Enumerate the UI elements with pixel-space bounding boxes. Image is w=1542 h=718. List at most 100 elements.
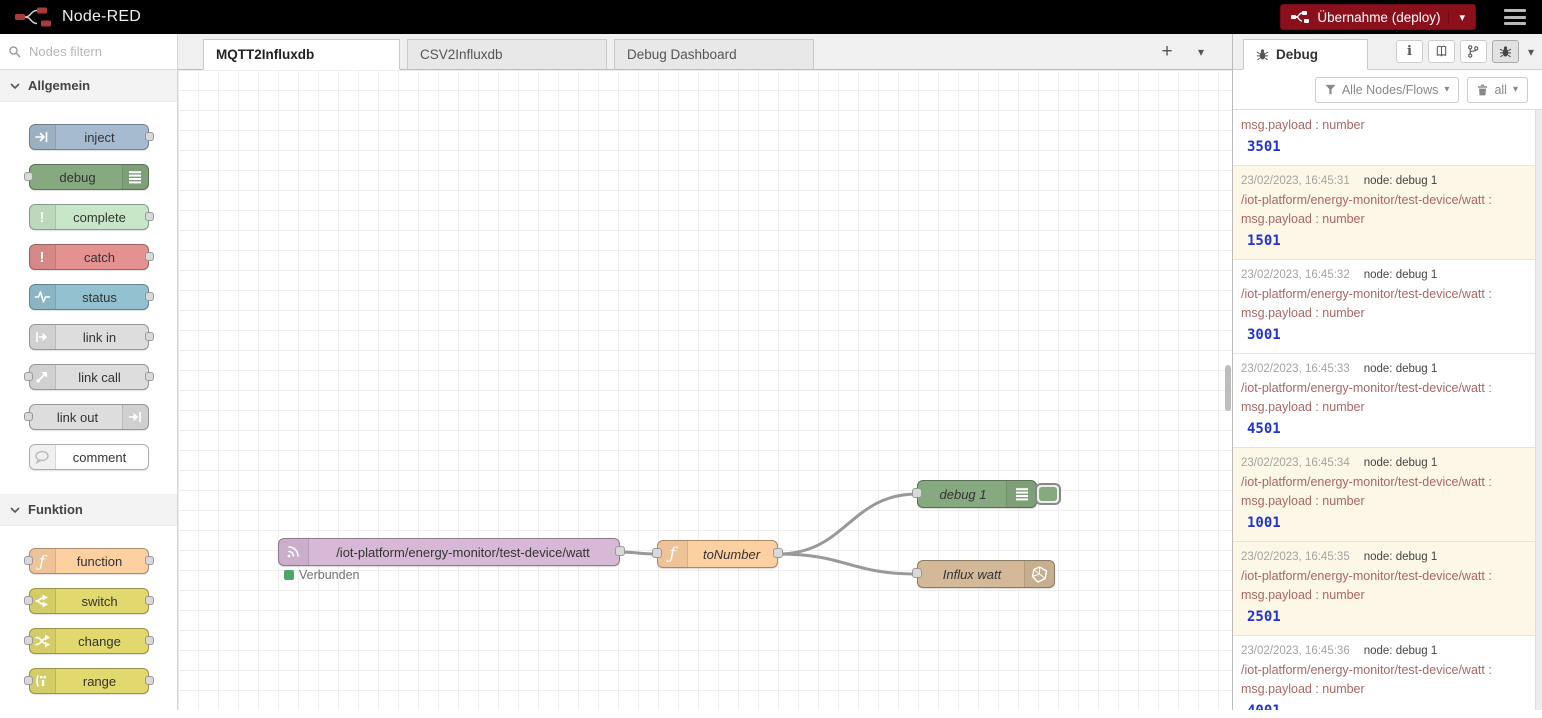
- output-port[interactable]: [145, 636, 154, 645]
- deploy-options-caret[interactable]: ▾: [1448, 11, 1465, 24]
- output-port[interactable]: [145, 252, 154, 261]
- function-input-port[interactable]: [652, 548, 662, 558]
- debug-input-port[interactable]: [912, 488, 922, 498]
- output-port[interactable]: [145, 332, 154, 341]
- flow-canvas[interactable]: /iot-platform/energy-monitor/test-device…: [178, 70, 1232, 710]
- node-palette: Allgemein inject debug ! complete ! catc…: [0, 34, 178, 710]
- canvas-vertical-scrollbar[interactable]: [1225, 365, 1231, 411]
- tab-csv2influxdb[interactable]: CSV2Influxdb: [407, 39, 607, 70]
- status-icon: [30, 285, 56, 309]
- palette-node-change[interactable]: change: [29, 628, 149, 654]
- debug-message: 23/02/2023, 16:45:36node: debug 1 /iot-p…: [1233, 636, 1535, 710]
- input-port[interactable]: [24, 636, 33, 645]
- status-text: Verbunden: [299, 568, 359, 582]
- palette-node-catch[interactable]: ! catch: [29, 244, 149, 270]
- sidebar-options-caret[interactable]: ▾: [1528, 45, 1534, 59]
- search-icon: [8, 45, 21, 58]
- input-port[interactable]: [24, 412, 33, 421]
- output-port[interactable]: [145, 596, 154, 605]
- help-tab-button[interactable]: [1428, 40, 1455, 63]
- palette-node-function[interactable]: ƒ function: [29, 548, 149, 574]
- debug-message: msg.payload : number 3501: [1233, 110, 1535, 166]
- switch-icon: [30, 589, 56, 613]
- function-output-port[interactable]: [773, 548, 783, 558]
- status-connected-dot: [284, 570, 294, 580]
- palette-section-funktion[interactable]: Funktion: [0, 494, 177, 526]
- tab-debug-dashboard[interactable]: Debug Dashboard: [614, 39, 814, 70]
- function-icon: ƒ: [658, 541, 688, 567]
- mqtt-in-node[interactable]: /iot-platform/energy-monitor/test-device…: [278, 538, 620, 566]
- tab-debug[interactable]: Debug: [1243, 39, 1368, 70]
- function-node-label: toNumber: [694, 541, 769, 567]
- output-port[interactable]: [145, 292, 154, 301]
- palette-node-comment[interactable]: comment: [29, 444, 149, 470]
- debug-timestamp: 23/02/2023, 16:45:35: [1241, 551, 1350, 563]
- debug-filter-button[interactable]: Alle Nodes/Flows ▾: [1315, 77, 1460, 103]
- debug-payload-type: msg.payload : number: [1241, 398, 1527, 417]
- input-port[interactable]: [24, 172, 33, 181]
- input-port[interactable]: [24, 556, 33, 565]
- debug-node-name: node: debug 1: [1364, 457, 1438, 469]
- debug-enable-toggle[interactable]: [1035, 483, 1061, 505]
- mqtt-output-port[interactable]: [615, 546, 625, 556]
- palette-node-link-in[interactable]: link in: [29, 324, 149, 350]
- input-port[interactable]: [24, 596, 33, 605]
- debug-value: 4501: [1241, 417, 1527, 441]
- main-menu-button[interactable]: [1504, 9, 1526, 25]
- debug-value: 1501: [1241, 229, 1527, 253]
- output-port[interactable]: [145, 212, 154, 221]
- debug-topic: /iot-platform/energy-monitor/test-device…: [1241, 567, 1527, 586]
- debug-timestamp: 23/02/2023, 16:45:34: [1241, 457, 1350, 469]
- debug-message: 23/02/2023, 16:45:33node: debug 1 /iot-p…: [1233, 354, 1535, 448]
- output-port[interactable]: [145, 556, 154, 565]
- input-port[interactable]: [24, 676, 33, 685]
- link-out-icon: [122, 405, 148, 429]
- debug-topic: /iot-platform/energy-monitor/test-device…: [1241, 661, 1527, 680]
- palette-node-debug[interactable]: debug: [29, 164, 149, 190]
- output-port[interactable]: [145, 676, 154, 685]
- info-tab-button[interactable]: i: [1396, 40, 1423, 63]
- palette-section-allgemein[interactable]: Allgemein: [0, 70, 177, 102]
- debug-list-icon: [1006, 481, 1036, 507]
- debug-scrollbar[interactable]: [1535, 110, 1542, 710]
- wire-tonumber-influx[interactable]: [778, 554, 917, 574]
- input-port[interactable]: [24, 372, 33, 381]
- debug-tab-button[interactable]: [1492, 40, 1519, 63]
- debug-value: 3001: [1241, 323, 1527, 347]
- output-port[interactable]: [145, 132, 154, 141]
- palette-node-range[interactable]: range: [29, 668, 149, 694]
- debug-timestamp: 23/02/2023, 16:45:31: [1241, 175, 1350, 187]
- influx-input-port[interactable]: [912, 568, 922, 578]
- palette-node-inject[interactable]: inject: [29, 124, 149, 150]
- flow-list-caret[interactable]: ▾: [1188, 34, 1214, 69]
- debug-clear-button[interactable]: all ▾: [1467, 77, 1528, 103]
- wire-tonumber-debug[interactable]: [778, 494, 917, 554]
- function-node[interactable]: ƒ toNumber: [657, 540, 778, 568]
- config-nodes-tab-button[interactable]: [1460, 40, 1487, 63]
- node-filter-input[interactable]: [27, 43, 157, 60]
- debug-message: 23/02/2023, 16:45:32node: debug 1 /iot-p…: [1233, 260, 1535, 354]
- palette-node-link-call[interactable]: link call: [29, 364, 149, 390]
- deploy-button[interactable]: Übernahme (deploy) ▾: [1280, 4, 1476, 30]
- debug-payload-type: msg.payload : number: [1241, 492, 1527, 511]
- output-port[interactable]: [145, 372, 154, 381]
- debug-topic: /iot-platform/energy-monitor/test-device…: [1241, 191, 1527, 210]
- sidebar-header: Debug i: [1233, 34, 1542, 70]
- debug-message: 23/02/2023, 16:45:31 node: debug 1 /iot-p…: [1233, 166, 1535, 260]
- palette-node-status[interactable]: status: [29, 284, 149, 310]
- debug-node-label: debug 1: [926, 481, 1000, 507]
- debug-node-name: node: debug 1: [1364, 363, 1438, 375]
- debug-list-icon: [122, 165, 148, 189]
- influxdb-out-node[interactable]: Influx watt: [917, 560, 1055, 588]
- add-flow-button[interactable]: +: [1154, 34, 1180, 69]
- debug-node-name: node: debug 1: [1364, 175, 1438, 187]
- debug-node-name: node: debug 1: [1364, 551, 1438, 563]
- palette-node-link-out[interactable]: link out: [29, 404, 149, 430]
- tab-mqtt2influxdb[interactable]: MQTT2Influxdb: [203, 39, 400, 70]
- debug-node-name: node: debug 1: [1364, 269, 1438, 281]
- palette-node-switch[interactable]: switch: [29, 588, 149, 614]
- debug-payload-type: msg.payload : number: [1241, 304, 1527, 323]
- debug-node[interactable]: debug 1: [917, 480, 1037, 508]
- trash-icon: [1477, 84, 1488, 96]
- palette-node-complete[interactable]: ! complete: [29, 204, 149, 230]
